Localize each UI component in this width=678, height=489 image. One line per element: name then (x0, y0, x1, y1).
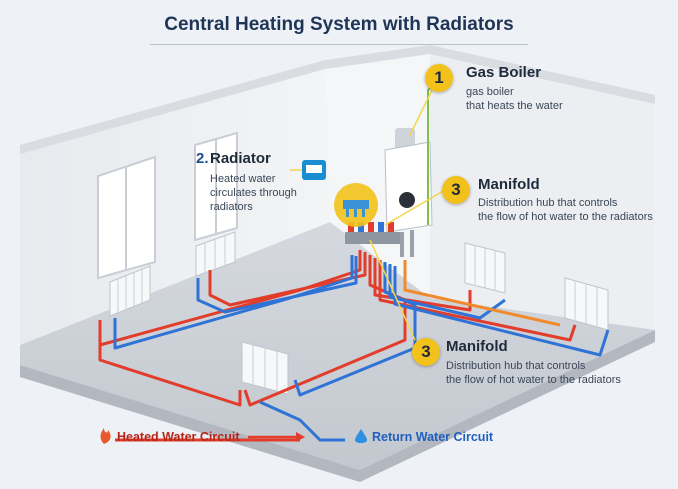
page-title: Central Heating System with Radiators (164, 14, 514, 35)
boiler-feed-pipe (403, 260, 561, 327)
radiator-right-window (195, 231, 236, 277)
callout-boiler-desc: gas boiler that heats the water (466, 86, 563, 112)
window-left (97, 155, 156, 280)
manifold (334, 183, 400, 244)
radiator-left-window (109, 265, 151, 317)
callout-manifold-lower-number: 3 (412, 338, 440, 366)
callout-boiler-title: Gas Boiler (466, 64, 542, 81)
legend-graphics (248, 432, 305, 442)
callout-radiator-number: 2. (196, 150, 209, 167)
callout-manifold-title: Manifold (478, 176, 540, 193)
legend-return-label: Return Water Circuit (372, 430, 494, 444)
wall-top (20, 45, 655, 154)
return-pipes (113, 255, 610, 442)
water-drop-icon (355, 429, 367, 443)
radiator-front (241, 341, 289, 395)
radiator-back-right (464, 242, 506, 294)
radiator-far-right (564, 277, 609, 331)
callout-boiler-number: 1 (425, 64, 453, 92)
floor-edge (20, 330, 655, 482)
callout-radiator-title: Radiator (210, 150, 271, 167)
heated-pipes (98, 250, 577, 442)
callout-manifold-lower-desc: Distribution hub that controls the flow … (446, 360, 621, 386)
legend-heated-label: Heated Water Circuit (117, 430, 240, 444)
window-right (194, 131, 238, 242)
callout-radiator-desc: Heated water circulates through radiator… (210, 173, 297, 213)
callout-manifold-number: 3 (442, 176, 470, 204)
callout-manifold-desc: Distribution hub that controls the flow … (478, 197, 653, 223)
thermostat-icon (302, 160, 326, 180)
callout-manifold-lower-title: Manifold (446, 338, 508, 355)
flame-icon (100, 428, 111, 444)
title-rule (150, 44, 528, 45)
